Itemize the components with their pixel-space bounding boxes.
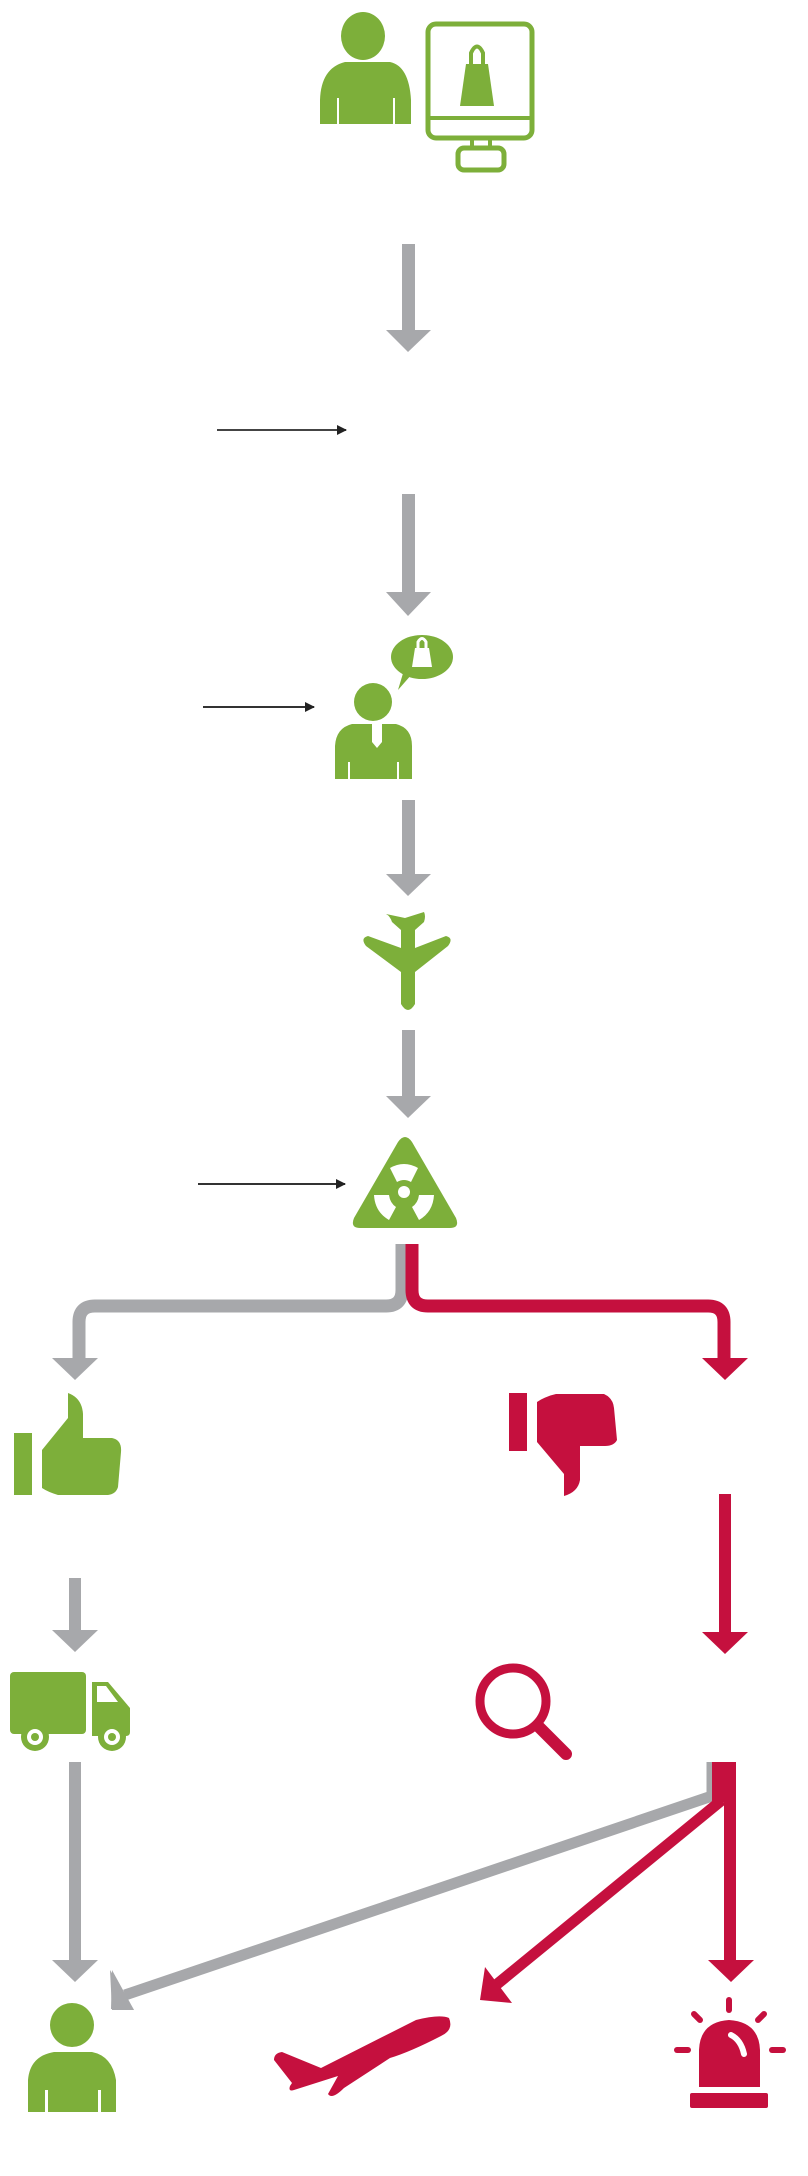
airplane-takeoff-icon (274, 2016, 451, 2096)
edge-shop-to-step (386, 244, 431, 352)
node-alarm (674, 1997, 786, 2108)
delivery-truck-icon (10, 1672, 130, 1751)
person-icon (28, 2003, 116, 2112)
edge-investigation-to-alarm (708, 1762, 754, 1982)
monitor-shopping-bag-icon (425, 21, 535, 173)
edge-flight-to-check (386, 1030, 431, 1118)
edge-rejected-to-investigation (702, 1494, 748, 1654)
node-recipient (28, 2003, 116, 2112)
node-online-shop (425, 21, 535, 173)
person-icon (320, 12, 411, 124)
edge-approved-to-delivery (52, 1578, 98, 1652)
magnifier-icon (475, 1663, 572, 1760)
edge-check-to-approved (52, 1244, 409, 1380)
node-approved (14, 1393, 122, 1495)
node-investigation (475, 1663, 572, 1760)
node-radiation-check (352, 1137, 458, 1228)
edge-agent-to-flight (386, 800, 431, 896)
edge-delivery-to-recipient (52, 1762, 98, 1982)
node-delivery (10, 1672, 130, 1751)
alarm-siren-icon (674, 1997, 786, 2108)
node-rejected (509, 1393, 617, 1496)
edge-step-to-agent (386, 494, 431, 616)
node-return-flight (274, 2016, 451, 2096)
thumbs-down-icon (509, 1393, 617, 1496)
thumbs-up-icon (14, 1393, 122, 1495)
airplane-icon (363, 912, 451, 1010)
edge-check-to-rejected (405, 1244, 748, 1380)
radiation-warning-icon (352, 1137, 458, 1228)
node-flight (363, 912, 451, 1010)
edge-investigation-to-return-flight (480, 1795, 726, 2003)
node-sales-agent (335, 635, 453, 779)
node-customer (320, 12, 411, 124)
agent-speech-bubble-icon (335, 635, 453, 779)
